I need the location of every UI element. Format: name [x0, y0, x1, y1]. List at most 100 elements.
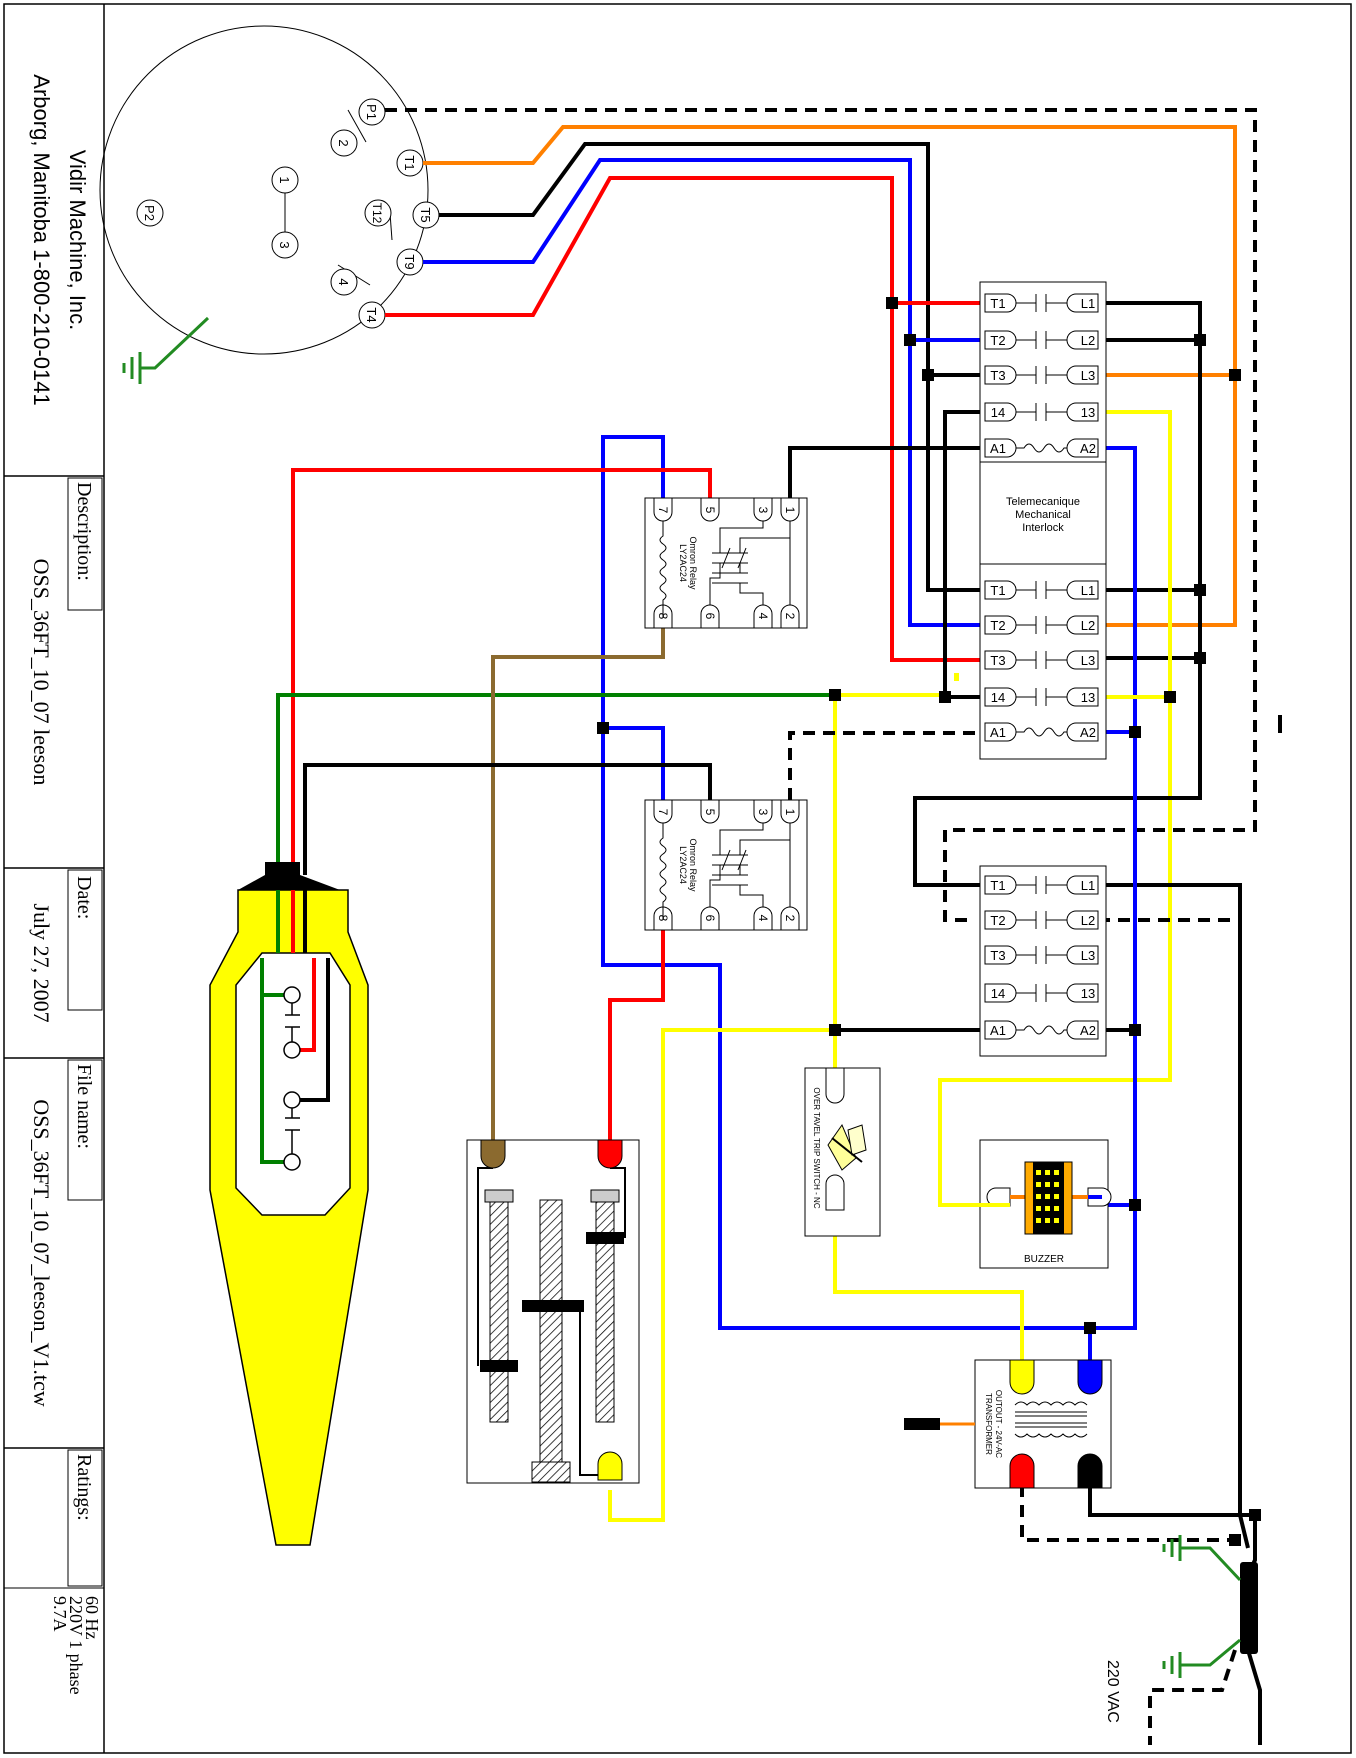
- terminal-3: 3: [271, 231, 299, 259]
- relay-pin-5: 5: [700, 497, 720, 522]
- contactor-3-row-t3: T3 L3: [984, 945, 1099, 965]
- contactor-1-row-a1: A1 A2: [984, 438, 1099, 458]
- company-address: Arborg, Manitoba 1-800-210-0141: [29, 74, 54, 405]
- svg-text:L1: L1: [1081, 583, 1095, 598]
- svg-text:13: 13: [1081, 690, 1095, 705]
- filename-label: File name:: [73, 1064, 95, 1149]
- motor-terminal-box: P1 2 T1 1 T12 T5 3 T9 4 T4 P2: [99, 25, 440, 355]
- buzzer-label: BUZZER: [1024, 1254, 1064, 1265]
- svg-text:A2: A2: [1080, 1023, 1096, 1038]
- svg-text:1: 1: [783, 507, 797, 514]
- svg-text:T3: T3: [990, 368, 1005, 383]
- terminal-p1: P1: [358, 98, 386, 126]
- title-block: Vidir Machine, Inc. Arborg, Manitoba 1-8…: [3, 3, 1352, 1754]
- description-value: OSS_36FT_10_07 leeson: [29, 559, 54, 786]
- svg-text:4: 4: [756, 613, 770, 620]
- svg-text:T1: T1: [402, 155, 417, 170]
- company-name: Vidir Machine, Inc.: [65, 150, 90, 331]
- transformer: OUTOUT - 24V-AC TRANSFORMER: [904, 1359, 1112, 1489]
- svg-text:5: 5: [703, 809, 717, 816]
- motor-wires: [385, 108, 1257, 922]
- svg-text:4: 4: [336, 278, 351, 285]
- relay-pin-3: 3: [753, 799, 773, 824]
- date-label: Date:: [73, 876, 95, 919]
- contactor-2-row-t1: T1 L1: [984, 580, 1099, 600]
- terminal-2: 2: [330, 129, 358, 157]
- contactor-2-row-a1: A1 A2: [984, 722, 1099, 742]
- svg-text:L2: L2: [1081, 913, 1095, 928]
- svg-text:13: 13: [1081, 986, 1095, 1001]
- pendant-control: [209, 862, 369, 1546]
- supply-label: 220 VAC: [1104, 1660, 1121, 1723]
- svg-text:A2: A2: [1080, 725, 1096, 740]
- relay-pin-3: 3: [753, 497, 773, 522]
- ground-icon: [122, 316, 210, 384]
- interlock-line-1: Telemecanique: [1006, 496, 1080, 508]
- relay-pin-4: 4: [753, 906, 773, 931]
- svg-text:T2: T2: [990, 913, 1005, 928]
- mechanical-interlock: Telemecanique Mechanical Interlock: [979, 461, 1107, 565]
- svg-text:T2: T2: [990, 618, 1005, 633]
- terminal-t12: T12: [364, 199, 392, 227]
- relay-name: Omron Relay: [688, 536, 698, 590]
- svg-text:L3: L3: [1081, 653, 1095, 668]
- transformer-line-2: TRANSFORMER: [984, 1393, 993, 1455]
- svg-text:L3: L3: [1081, 948, 1095, 963]
- relay-pin-7: 7: [653, 799, 673, 824]
- relay-model: LY2AC24: [678, 846, 688, 884]
- svg-text:1: 1: [783, 809, 797, 816]
- filename-value: OSS_36FT_10_07_leeson_V1.tcw: [29, 1099, 54, 1407]
- contactor-3-row-n14: 14 13: [984, 983, 1099, 1003]
- svg-text:2: 2: [783, 915, 797, 922]
- svg-text:A1: A1: [990, 725, 1006, 740]
- svg-text:4: 4: [756, 915, 770, 922]
- relay-pin-7: 7: [653, 497, 673, 522]
- contactor-1-row-t2: T2 L2: [984, 330, 1099, 350]
- contactor-3-row-t2: T2 L2: [984, 910, 1099, 930]
- svg-text:T1: T1: [990, 583, 1005, 598]
- interlock-line-3: Interlock: [1022, 522, 1064, 534]
- svg-text:P1: P1: [364, 104, 379, 120]
- svg-text:T1: T1: [990, 296, 1005, 311]
- svg-text:13: 13: [1081, 405, 1095, 420]
- svg-text:T4: T4: [364, 307, 379, 322]
- terminal-t5: T5: [412, 201, 440, 229]
- power-wiring: [910, 658, 1262, 1745]
- ratings-label: Ratings:: [73, 1454, 95, 1521]
- svg-text:14: 14: [991, 690, 1005, 705]
- relay-pin-2: 2: [780, 906, 800, 931]
- relay-pin-2: 2: [780, 604, 800, 629]
- svg-text:6: 6: [703, 915, 717, 922]
- svg-text:P2: P2: [142, 205, 157, 221]
- svg-text:A2: A2: [1080, 441, 1096, 456]
- relay-pin-5: 5: [700, 799, 720, 824]
- terminal-1: 1: [271, 166, 299, 194]
- svg-text:T2: T2: [990, 333, 1005, 348]
- svg-text:14: 14: [991, 986, 1005, 1001]
- supply-cord: 220 VAC: [1104, 1535, 1258, 1723]
- relay-pin-6: 6: [700, 604, 720, 629]
- buzzer: BUZZER: [945, 1139, 1112, 1269]
- relay-pin-1: 1: [780, 497, 800, 522]
- svg-text:L2: L2: [1081, 333, 1095, 348]
- control-wiring: [276, 435, 1090, 1522]
- svg-text:A1: A1: [990, 441, 1006, 456]
- svg-text:T3: T3: [990, 948, 1005, 963]
- svg-text:7: 7: [656, 809, 670, 816]
- svg-text:6: 6: [703, 613, 717, 620]
- junction-dots: [597, 297, 1261, 1546]
- terminal-t4: T4: [358, 301, 386, 329]
- transformer-line-1: OUTOUT - 24V-AC: [994, 1390, 1003, 1458]
- terminal-t1: T1: [396, 149, 424, 177]
- terminal-p2: P2: [136, 199, 164, 227]
- switch-label: OVER TAVEL TRIP SWITCH - NC: [812, 1087, 821, 1208]
- svg-text:T1: T1: [990, 878, 1005, 893]
- date-value: July 27, 2007: [29, 903, 54, 1022]
- svg-text:3: 3: [756, 809, 770, 816]
